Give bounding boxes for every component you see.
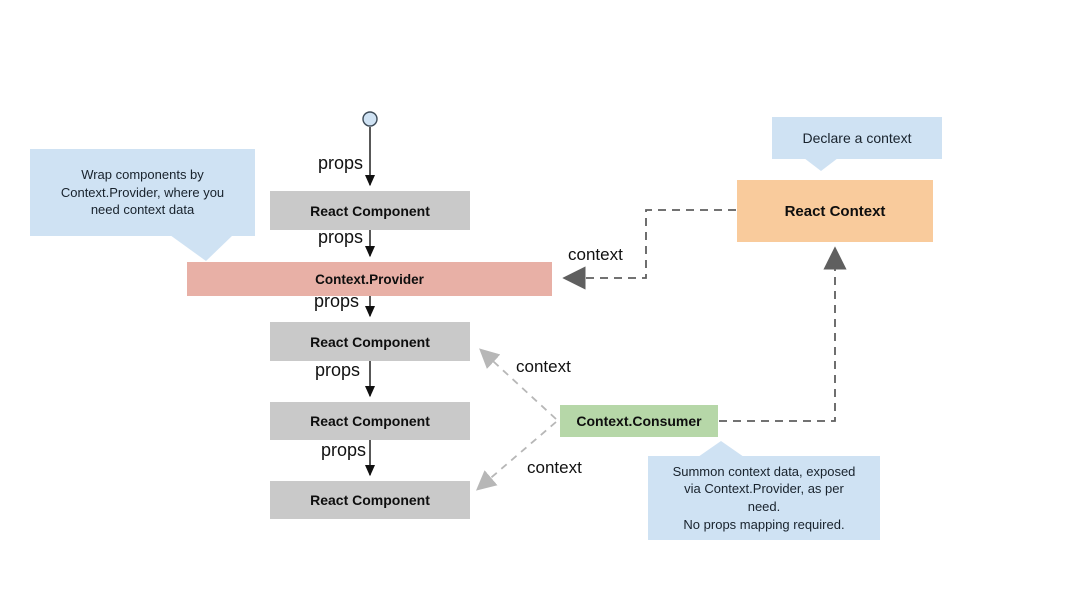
edge-label-context-to-provider: context [568, 245, 623, 264]
node-react-component-2: React Component [270, 322, 470, 361]
edge-label-props-from-provider: props [314, 291, 360, 311]
declare-note-tail [804, 158, 838, 171]
edge-label-context-to-component4: context [527, 458, 582, 477]
node-context-consumer: Context.Consumer [560, 405, 718, 437]
wrap-note-tail [170, 235, 233, 261]
edge-label-props-last: props [321, 440, 367, 460]
edge-label-context-to-component2: context [516, 357, 571, 376]
node-react-component-4: React Component [270, 481, 470, 519]
edge-label-props-to-provider: props [318, 227, 364, 247]
node-react-component-3: React Component [270, 402, 470, 440]
summon-note-tail [698, 441, 744, 457]
dashed-arrow-consumer-to-component4 [475, 421, 557, 491]
start-circle-icon [362, 111, 378, 127]
callout-summon-context-note: Summon context data, exposed via Context… [648, 456, 880, 540]
node-react-context: React Context [737, 180, 933, 242]
dashed-arrow-consumer-to-context [719, 246, 847, 422]
edge-label-props-root: props [318, 153, 364, 173]
node-react-component-1: React Component [270, 191, 470, 230]
dashed-arrow-context-to-provider [562, 209, 736, 290]
node-context-provider: Context.Provider [187, 262, 552, 296]
callout-wrap-components-note: Wrap components by Context.Provider, whe… [30, 149, 255, 236]
edge-label-props-mid: props [315, 360, 361, 380]
callout-declare-context-note: Declare a context [772, 117, 942, 159]
